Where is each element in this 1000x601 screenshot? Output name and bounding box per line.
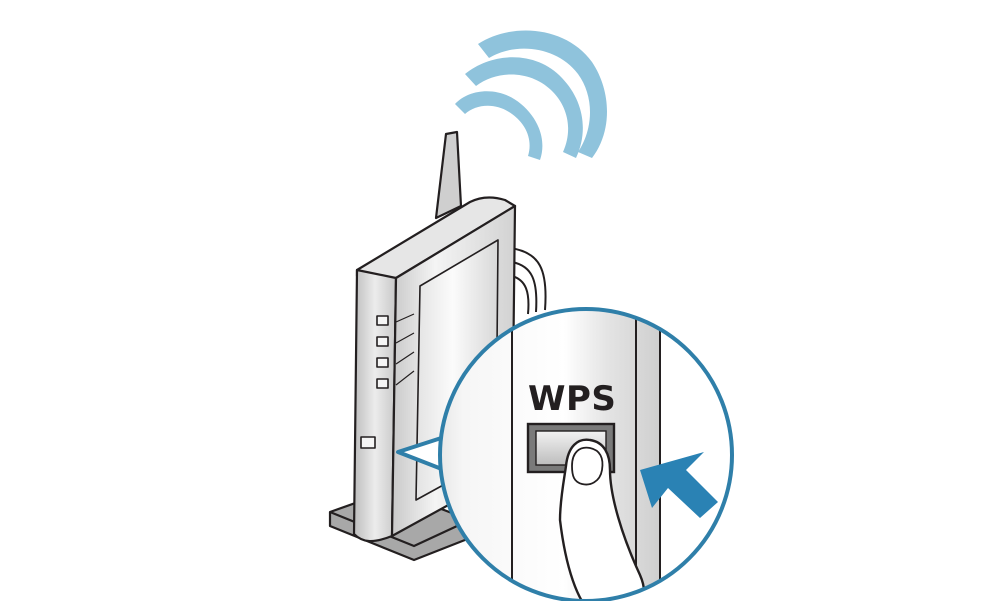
led (376, 336, 389, 347)
signal-wave-small (455, 91, 543, 160)
signal-wave-medium (465, 57, 583, 158)
led (376, 357, 389, 368)
led (376, 315, 389, 326)
fingernail (571, 446, 604, 486)
signal-wave-large (478, 30, 607, 158)
zoom-inset: WPS (438, 307, 734, 601)
wps-label: WPS (528, 379, 616, 419)
zoom-ring (438, 307, 734, 601)
router-side (352, 268, 398, 543)
led (376, 378, 389, 389)
wifi-signal-icon (455, 30, 607, 160)
push-arrow-icon (640, 452, 718, 518)
router-wps-button (360, 436, 376, 449)
led-light-rays (395, 313, 415, 386)
router-antenna (434, 130, 463, 220)
status-leds (376, 315, 389, 389)
